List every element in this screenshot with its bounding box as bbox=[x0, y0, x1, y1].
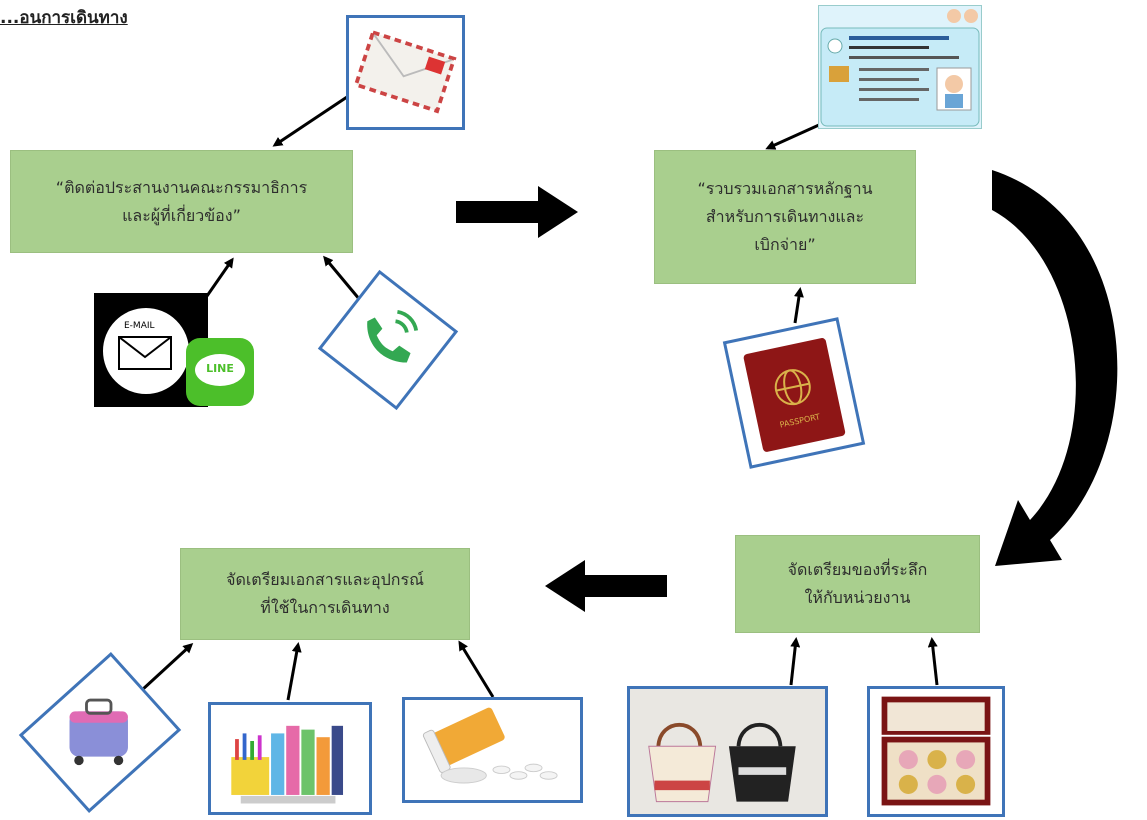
phone-image bbox=[317, 269, 459, 411]
gift-box-icon bbox=[881, 696, 991, 806]
step-equipment-label: จัดเตรียมเอกสารและอุปกรณ์ ที่ใช้ในการเดิ… bbox=[226, 570, 424, 617]
page-title: ...อนการเดินทาง bbox=[0, 8, 128, 28]
connector-bags bbox=[789, 637, 801, 686]
phone-icon bbox=[367, 309, 419, 363]
stationery-image bbox=[208, 702, 372, 815]
flow-arrow-left bbox=[545, 560, 667, 612]
flow-arrow-right bbox=[456, 186, 578, 238]
connector-phone bbox=[323, 255, 362, 301]
step-collect-documents: “รวบรวมเอกสารหลักฐาน สำหรับการเดินทางและ… bbox=[654, 150, 916, 284]
suitcase-image bbox=[18, 651, 182, 814]
envelope-icon bbox=[353, 30, 457, 114]
flow-arrow-curved bbox=[992, 170, 1118, 566]
email-label: E-MAIL bbox=[124, 321, 155, 331]
step-equipment: จัดเตรียมเอกสารและอุปกรณ์ ที่ใช้ในการเดิ… bbox=[180, 548, 470, 640]
line-app-icon: LINE bbox=[186, 338, 254, 406]
connector-email-line bbox=[205, 257, 234, 297]
connector-suitcase bbox=[140, 642, 194, 692]
bag-icon bbox=[648, 722, 796, 803]
gift-box-image bbox=[867, 686, 1005, 817]
step-collect-label: “รวบรวมเอกสารหลักฐาน สำหรับการเดินทางและ… bbox=[697, 179, 873, 254]
suitcase-icon bbox=[69, 698, 128, 766]
step-contact-label: “ติดต่อประสานงานคณะกรรมาธิการ และผู้ที่เ… bbox=[55, 177, 308, 225]
connector-giftbox bbox=[927, 637, 939, 686]
step-souvenir: จัดเตรียมของที่ระลึก ให้กับหน่วยงาน bbox=[735, 535, 980, 633]
step-souvenir-label: จัดเตรียมของที่ระลึก ให้กับหน่วยงาน bbox=[787, 560, 928, 607]
connector-letter bbox=[272, 93, 351, 147]
connector-stationery bbox=[286, 642, 302, 701]
connector-passport bbox=[793, 287, 804, 324]
letter-image bbox=[346, 15, 465, 130]
pill-bottle-icon bbox=[422, 707, 558, 784]
id-card-image bbox=[818, 5, 982, 129]
step-contact: “ติดต่อประสานงานคณะกรรมาธิการ และผู้ที่เ… bbox=[10, 150, 353, 253]
passport-icon: PASSPORT bbox=[742, 337, 846, 453]
connector-medicine bbox=[458, 640, 495, 698]
passport-image: PASSPORT bbox=[722, 317, 866, 469]
passport-label: PASSPORT bbox=[778, 412, 821, 430]
line-label: LINE bbox=[206, 362, 234, 375]
medicine-image bbox=[402, 697, 583, 803]
email-icon bbox=[101, 306, 191, 396]
tote-bags-image bbox=[627, 686, 828, 817]
stationery-icon bbox=[231, 725, 344, 804]
id-card-icon bbox=[820, 9, 980, 127]
